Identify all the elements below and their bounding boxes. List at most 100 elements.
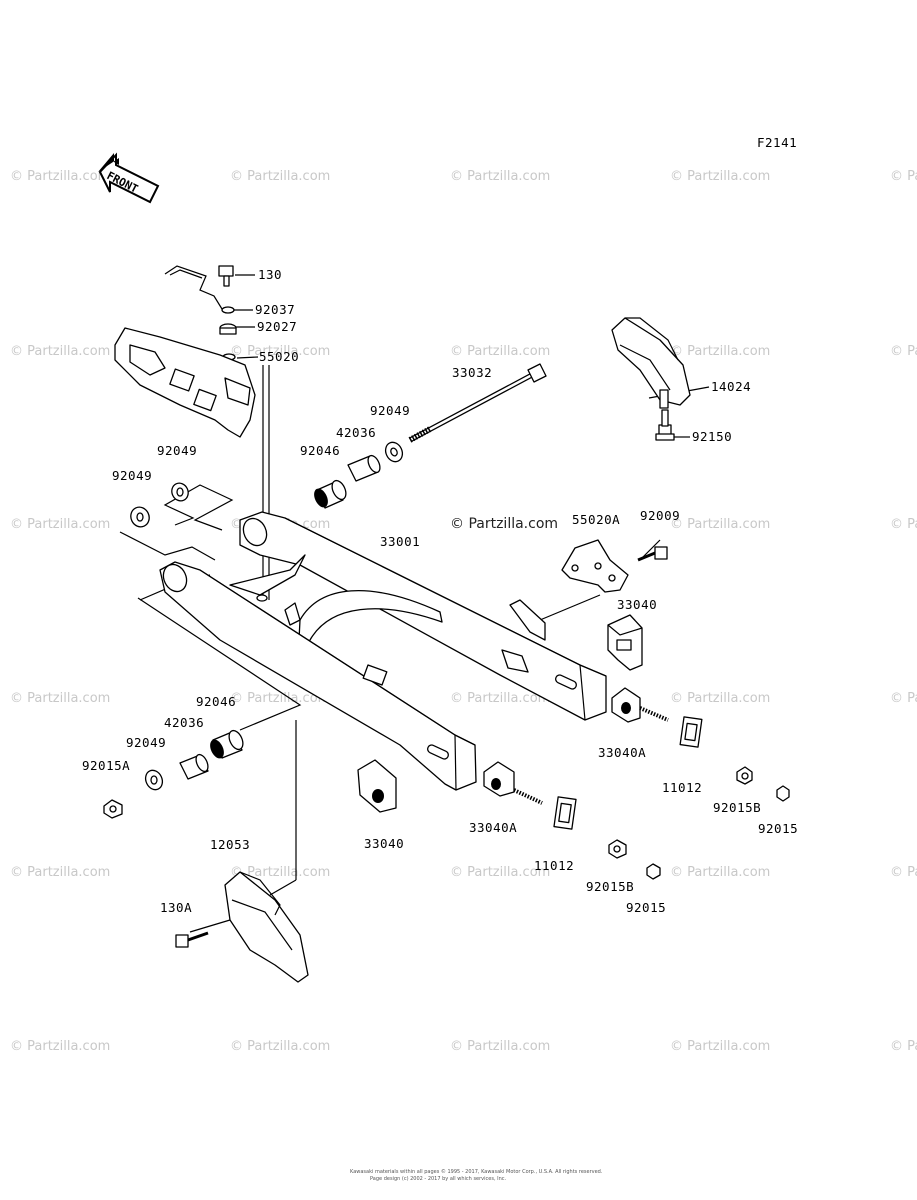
watermark-text: © Partzilla.com (890, 169, 917, 184)
nut-92015-center-icon (646, 863, 661, 880)
cap-11012-right-icon (679, 716, 703, 748)
nut-92015A-icon (103, 799, 123, 819)
label-92015A: 92015A (82, 758, 130, 773)
label-92009: 92009 (640, 508, 680, 523)
label-11012-center: 11012 (534, 858, 574, 873)
watermark-text: © Partzilla.com (10, 169, 110, 184)
adjuster-bolt-33040A-center-icon (483, 761, 543, 805)
watermark-text: © Partzilla.com (670, 169, 770, 184)
watermark-text: © Partzilla.com (890, 344, 917, 359)
label-42036-lower: 42036 (164, 715, 204, 730)
watermark-text: © Partzilla.com (890, 691, 917, 706)
bearing-92046-lower-icon (210, 729, 244, 759)
label-130: 130 (258, 267, 282, 282)
bolt-92009-icon (637, 546, 668, 562)
pivot-shaft-33032-icon (408, 363, 547, 443)
watermark-text: © Partzilla.com (230, 344, 330, 359)
watermark-text: © Partzilla.com (670, 691, 770, 706)
bearing-92046-upper-icon (314, 479, 347, 509)
label-55020A: 55020A (572, 512, 620, 527)
label-33032: 33032 (452, 365, 492, 380)
cap-11012-center-icon (553, 796, 577, 830)
swingarm-33001-icon (159, 511, 607, 791)
front-arrow-icon: FRONT (98, 152, 160, 204)
watermark-text: © Partzilla.com (890, 865, 917, 880)
washer-92049-lower-icon (144, 769, 164, 791)
label-92049-upper: 92049 (370, 403, 410, 418)
washer-92049-left-icon (130, 506, 150, 528)
collar-92027-icon (219, 323, 237, 335)
watermark-text: © Partzilla.com (10, 865, 110, 880)
label-92027: 92027 (257, 319, 297, 334)
nut-92015-right-icon (776, 785, 790, 802)
part-labels: 130 92037 92027 55020 33032 14024 92150 … (82, 267, 798, 915)
watermark-text: © Partzilla.com (670, 1039, 770, 1054)
washer-92049-mid-icon (171, 482, 189, 502)
watermark-text: © Partzilla.com (230, 865, 330, 880)
watermark-text: © Partzilla.com (670, 865, 770, 880)
copyright-line: Kawasaki materials within all pages © 19… (350, 1168, 603, 1175)
bolt-130-icon (164, 265, 234, 310)
center-watermark: © Partzilla.com (450, 516, 558, 532)
nut-92015B-right-icon (736, 766, 753, 785)
copyright-footer: Kawasaki materials within all pages © 19… (350, 1168, 603, 1182)
chain-adjuster-33040-center-icon (357, 759, 397, 813)
label-55020: 55020 (259, 349, 299, 364)
label-33001: 33001 (380, 534, 420, 549)
washer-92049-upper-icon (384, 441, 404, 463)
collar-42036-lower-icon (179, 753, 209, 780)
label-33040-right: 33040 (617, 597, 657, 612)
label-42036-upper: 42036 (336, 425, 376, 440)
label-14024: 14024 (711, 379, 751, 394)
watermark-text: © Partzilla.com (450, 691, 550, 706)
label-92150: 92150 (692, 429, 732, 444)
label-33040A-right: 33040A (598, 745, 646, 760)
label-92015-center: 92015 (626, 900, 666, 915)
watermark-text: © Partzilla.com (450, 169, 550, 184)
label-92015B-center: 92015B (586, 879, 634, 894)
label-33040-center: 33040 (364, 836, 404, 851)
label-12053: 12053 (210, 837, 250, 852)
watermark-text: © Partzilla.com (230, 1039, 330, 1054)
label-92015B-right: 92015B (713, 800, 761, 815)
label-92049-mid: 92049 (157, 443, 197, 458)
label-92046-lower: 92046 (196, 694, 236, 709)
nut-92015B-center-icon (608, 839, 627, 859)
label-92037: 92037 (255, 302, 295, 317)
label-92015-right: 92015 (758, 821, 798, 836)
watermark-text: © Partzilla.com (890, 517, 917, 532)
watermark-text: © Partzilla.com (230, 169, 330, 184)
bolt-130A-icon (175, 931, 209, 948)
adjuster-bolt-33040A-right-icon (611, 687, 669, 723)
copyright-line: Page design (c) 2002 - 2017 by all which… (370, 1176, 507, 1182)
label-33040A-center: 33040A (469, 820, 517, 835)
watermark-text: © Partzilla.com (670, 344, 770, 359)
label-130A: 130A (160, 900, 192, 915)
chain-adjuster-33040-right-icon (607, 614, 643, 671)
label-92049-left: 92049 (112, 468, 152, 483)
label-11012-right: 11012 (662, 780, 702, 795)
leader-lines (119, 274, 710, 933)
collar-42036-upper-icon (347, 454, 381, 482)
diagram-code: F2141 (757, 135, 797, 150)
watermark-text: © Partzilla.com (10, 517, 110, 532)
label-92049-lower: 92049 (126, 735, 166, 750)
watermark-layer: © Partzilla.com © Partzilla.com © Partzi… (10, 169, 917, 1054)
watermark-text: © Partzilla.com (10, 344, 110, 359)
watermark-text: © Partzilla.com (450, 865, 550, 880)
watermark-text: © Partzilla.com (450, 1039, 550, 1054)
bracket-55020A-icon (561, 539, 629, 593)
washer-92037-icon (221, 306, 235, 314)
watermark-text: © Partzilla.com (670, 517, 770, 532)
watermark-text: © Partzilla.com (230, 691, 330, 706)
watermark-text: © Partzilla.com (450, 344, 550, 359)
label-92046-upper: 92046 (300, 443, 340, 458)
watermark-text: © Partzilla.com (890, 1039, 917, 1054)
bolt-92150-icon (655, 409, 675, 441)
watermark-text: © Partzilla.com (10, 1039, 110, 1054)
chain-guide-bracket-icon (114, 327, 256, 438)
chain-guard-12053-icon (224, 871, 309, 983)
watermark-text: © Partzilla.com (10, 691, 110, 706)
chain-guide-14024-icon (611, 317, 691, 409)
